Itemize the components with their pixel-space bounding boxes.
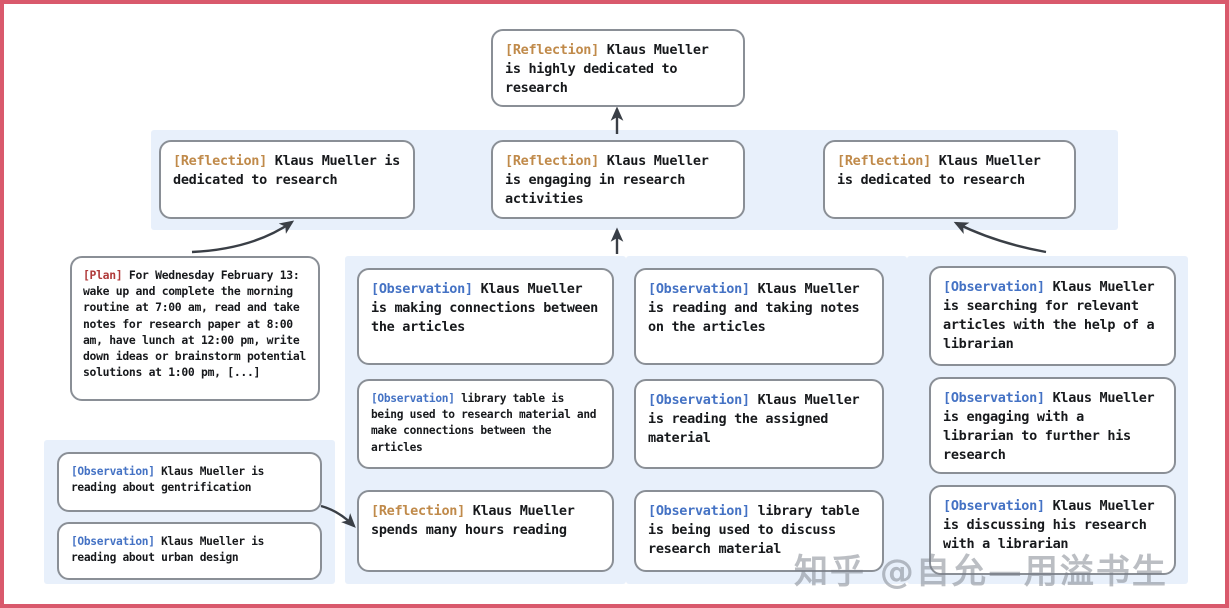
- node-text: Klaus Mueller is making connections betw…: [371, 281, 599, 336]
- node-text: Klaus Mueller is engaging with a librari…: [943, 390, 1155, 464]
- node-text: Klaus Mueller is dedicated to research: [173, 153, 401, 189]
- tag-observation: [Observation]: [648, 392, 750, 408]
- tag-observation: [Observation]: [71, 535, 155, 548]
- watermark: 知乎 @自允—用溢书生: [794, 552, 1168, 592]
- node-col3-observation-3[interactable]: [Observation] Klaus Mueller is discussin…: [929, 485, 1176, 575]
- tag-plan: [Plan]: [83, 268, 123, 282]
- node-col2-observation-1[interactable]: [Observation] Klaus Mueller is reading a…: [634, 268, 884, 365]
- node-col1-reflection[interactable]: [Reflection] Klaus Mueller spends many h…: [357, 490, 614, 572]
- node-text: Klaus Mueller is discussing his research…: [943, 498, 1155, 553]
- tag-observation: [Observation]: [943, 390, 1045, 406]
- tag-reflection: [Reflection]: [505, 153, 599, 169]
- node-col3-observation-1[interactable]: [Observation] Klaus Mueller is searching…: [929, 266, 1176, 366]
- node-col2-observation-2[interactable]: [Observation] Klaus Mueller is reading t…: [634, 379, 884, 469]
- tag-reflection: [Reflection]: [505, 42, 599, 58]
- node-text: Klaus Mueller is reading the assigned ma…: [648, 392, 860, 447]
- tag-reflection: [Reflection]: [837, 153, 931, 169]
- node-text: Klaus Mueller is reading and taking note…: [648, 281, 860, 336]
- node-col3-observation-2[interactable]: [Observation] Klaus Mueller is engaging …: [929, 377, 1176, 474]
- node-reflection-middle[interactable]: [Reflection] Klaus Mueller is engaging i…: [491, 140, 745, 219]
- node-text: Klaus Mueller is reading about urban des…: [71, 535, 265, 565]
- node-col2-observation-3[interactable]: [Observation] library table is being use…: [634, 490, 884, 572]
- node-top-reflection[interactable]: [Reflection] Klaus Mueller is highly ded…: [491, 29, 745, 107]
- node-text: For Wednesday February 13: wake up and c…: [83, 268, 306, 380]
- node-left-observation-2[interactable]: [Observation] Klaus Mueller is reading a…: [57, 522, 322, 580]
- node-text: Klaus Mueller is dedicated to research: [837, 153, 1041, 189]
- node-text: Klaus Mueller is highly dedicated to res…: [505, 42, 709, 97]
- node-text: Klaus Mueller is reading about gentrific…: [71, 465, 265, 495]
- node-text: Klaus Mueller is searching for relevant …: [943, 279, 1155, 353]
- node-reflection-right[interactable]: [Reflection] Klaus Mueller is dedicated …: [823, 140, 1076, 219]
- node-text: Klaus Mueller spends many hours reading: [371, 503, 575, 539]
- node-reflection-left[interactable]: [Reflection] Klaus Mueller is dedicated …: [159, 140, 415, 219]
- tag-observation: [Observation]: [71, 465, 155, 478]
- node-plan[interactable]: [Plan] For Wednesday February 13: wake u…: [70, 256, 320, 401]
- node-text: library table is being used to discuss r…: [648, 503, 860, 558]
- node-text: Klaus Mueller is engaging in research ac…: [505, 153, 709, 208]
- tag-observation: [Observation]: [371, 392, 455, 405]
- tag-reflection: [Reflection]: [371, 503, 465, 519]
- node-text: library table is being used to research …: [371, 392, 597, 454]
- tag-observation: [Observation]: [943, 279, 1045, 295]
- tag-observation: [Observation]: [371, 281, 473, 297]
- tag-observation: [Observation]: [648, 503, 750, 519]
- tag-reflection: [Reflection]: [173, 153, 267, 169]
- node-col1-observation-2[interactable]: [Observation] library table is being use…: [357, 379, 614, 469]
- node-left-observation-1[interactable]: [Observation] Klaus Mueller is reading a…: [57, 452, 322, 512]
- tag-observation: [Observation]: [648, 281, 750, 297]
- node-col1-observation-1[interactable]: [Observation] Klaus Mueller is making co…: [357, 268, 614, 365]
- tag-observation: [Observation]: [943, 498, 1045, 514]
